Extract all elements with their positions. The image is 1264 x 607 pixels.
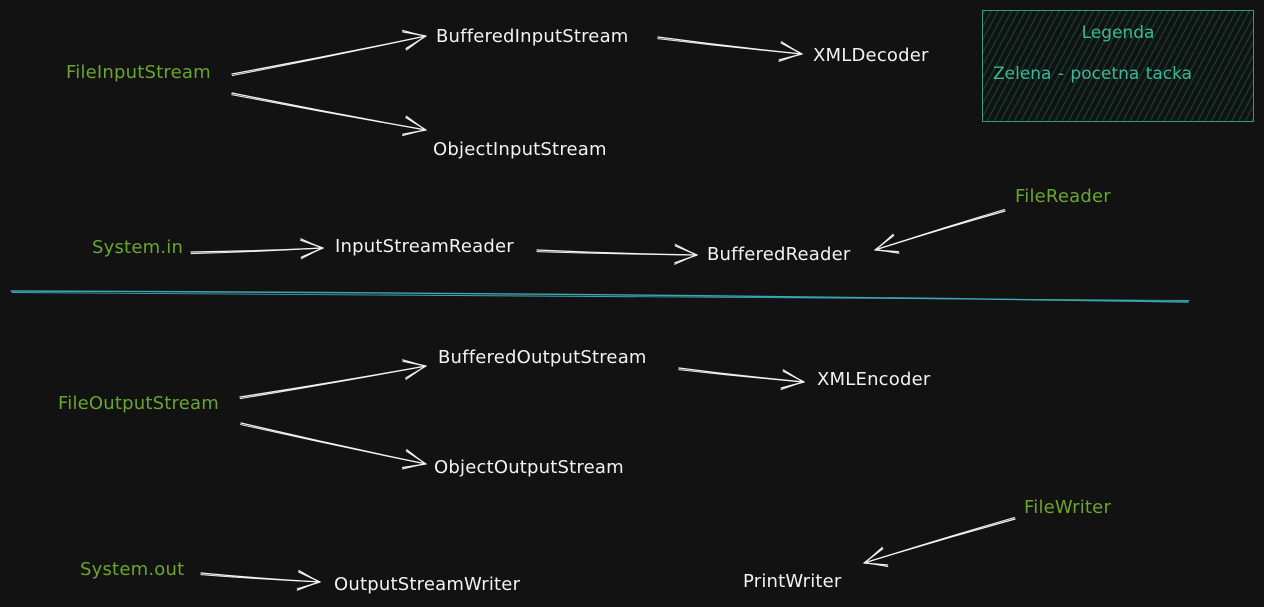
node-file-input-stream: FileInputStream [66,62,211,83]
node-file-writer: FileWriter [1024,497,1112,518]
arrow-file-input-stream-to-buffered-input-stream [231,29,427,77]
arrow-file-output-stream-to-buffered-output-stream [239,359,427,400]
arrow-buffered-input-stream-to-xml-decoder [657,36,803,62]
node-xml-decoder: XMLDecoder [813,45,929,66]
arrow-layer [190,29,1016,591]
arrow-file-writer-to-print-writer [863,516,1016,567]
node-file-reader: FileReader [1015,186,1111,207]
legend-title: Legenda [1081,23,1155,43]
node-xml-encoder: XMLEncoder [817,369,931,390]
legend-entry: Zelena - pocetna tacka [993,64,1193,84]
node-object-input-stream: ObjectInputStream [433,139,607,160]
node-object-output-stream: ObjectOutputStream [434,457,624,478]
section-divider [10,290,1190,303]
node-buffered-reader: BufferedReader [707,244,851,265]
node-buffered-output-stream: BufferedOutputStream [438,347,647,368]
node-output-stream-writer: OutputStreamWriter [334,574,521,595]
legend-box: Legenda Zelena - pocetna tacka [982,10,1254,122]
node-print-writer: PrintWriter [743,571,842,592]
arrow-buffered-output-stream-to-xml-encoder [678,367,805,390]
node-buffered-input-stream: BufferedInputStream [436,26,629,47]
node-input-stream-reader: InputStreamReader [335,236,514,257]
arrow-system-out-to-output-stream-writer [200,569,321,591]
arrow-file-reader-to-buffered-reader [874,208,1006,254]
arrow-file-output-stream-to-object-output-stream [240,422,427,470]
arrow-input-stream-reader-to-buffered-reader [536,243,698,265]
node-system-in: System.in [92,237,184,258]
arrow-file-input-stream-to-object-input-stream [231,92,427,137]
node-file-output-stream: FileOutputStream [58,393,219,414]
node-system-out: System.out [80,559,185,580]
arrow-system-in-to-input-stream-reader [190,238,324,260]
